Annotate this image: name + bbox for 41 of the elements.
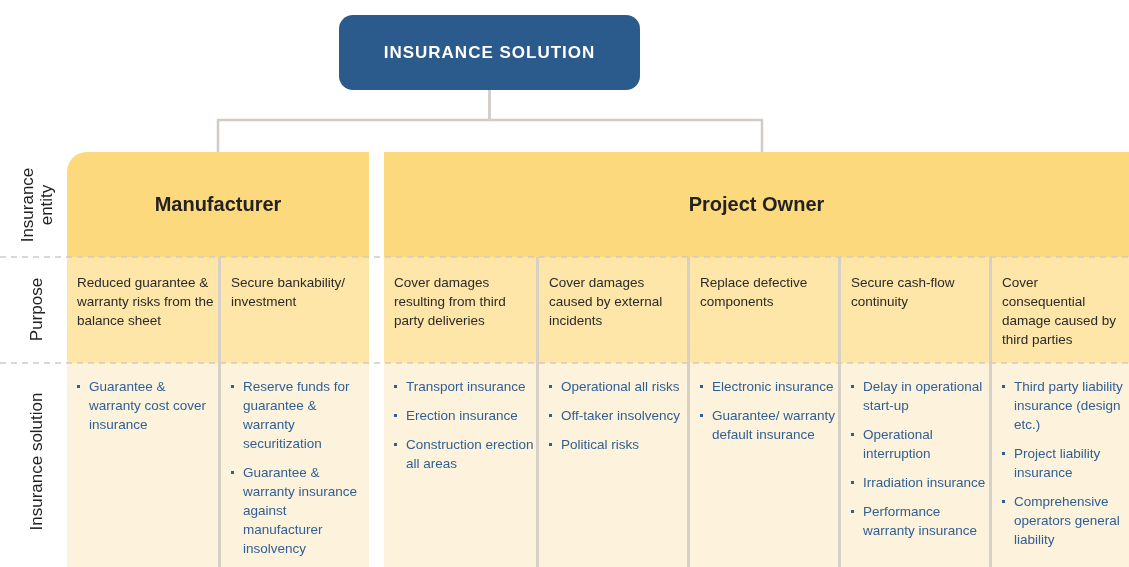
list-item: Reserve funds for guarantee & warranty securitization	[243, 378, 351, 453]
list-item: Transport insurance	[406, 378, 527, 396]
connector-line	[488, 90, 764, 152]
column-cell	[687, 257, 838, 567]
row-header: Insurance solution	[26, 391, 46, 533]
list-item: Guarantee & warranty insurance against manufacturer insolvency	[243, 464, 359, 558]
purpose-text: Cover damages resulting from third party deliveries	[394, 274, 507, 330]
root-box: INSURANCE SOLUTION	[339, 15, 640, 90]
list-item: Delay in operational start-up	[863, 378, 984, 415]
column-cell	[838, 257, 989, 567]
column-cell	[67, 257, 218, 567]
column-cell	[989, 257, 1129, 567]
column-cell	[384, 257, 536, 567]
list-item: Operational all risks	[561, 378, 681, 396]
entity-panel	[384, 152, 1129, 567]
row-header: Purpose	[26, 276, 46, 344]
list-item: Erection insurance	[406, 407, 519, 425]
purpose-text: Replace defective components	[700, 274, 809, 311]
list-item: Guarantee & warranty cost cover insurance	[89, 378, 208, 434]
list-item: Project liability insurance	[1014, 445, 1102, 482]
list-item: Off-taker insolvency	[561, 407, 682, 425]
list-item: Electronic insurance	[712, 378, 835, 396]
list-item: Performance warranty insurance	[863, 503, 979, 540]
list-item: Guarantee/ warranty default insurance	[712, 407, 836, 444]
purpose-text: Cover damages caused by external incidents	[549, 274, 664, 330]
purpose-text: Reduced guarantee & warranty risks from the balance sheet	[77, 274, 214, 330]
list-item: Irradiation insurance	[863, 474, 987, 492]
purpose-text: Secure cash-flow continuity	[851, 274, 956, 311]
list-item: Third party liability insurance (design etc.)	[1014, 378, 1124, 434]
column-cell	[218, 257, 369, 567]
purpose-text: Secure bankability/ investment	[231, 274, 347, 311]
column-cell	[536, 257, 687, 567]
entity-panel	[67, 152, 369, 567]
purpose-text: Cover consequential damage caused by third parties	[1002, 274, 1118, 349]
list-item: Construction erection all areas	[406, 436, 534, 473]
list-item: Comprehensive operators general liability	[1014, 493, 1121, 549]
panel-title: Project Owner	[688, 193, 825, 216]
panel-title: Manufacturer	[154, 193, 282, 216]
row-header: Insurance entity	[17, 166, 55, 245]
list-item: Political risks	[561, 436, 640, 454]
list-item: Operational interruption	[863, 426, 934, 463]
